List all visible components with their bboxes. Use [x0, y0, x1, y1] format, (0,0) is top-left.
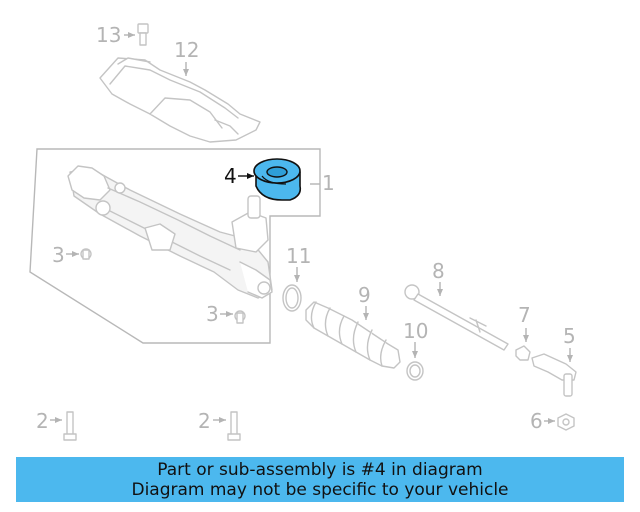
callout-2-left: 2: [36, 409, 49, 433]
part-3-bolt-upper[interactable]: [80, 248, 92, 260]
callout-13: 13: [96, 23, 121, 47]
callout-9: 9: [358, 283, 371, 307]
callout-3-upper: 3: [52, 243, 65, 267]
callout-3-lower: 3: [206, 302, 219, 326]
callout-1: 1: [322, 171, 335, 195]
callout-4: 4: [224, 164, 237, 188]
part-1-steering-gear[interactable]: [67, 165, 273, 299]
part-2-bolt-right[interactable]: [227, 411, 241, 441]
part-10-clamp[interactable]: [406, 361, 424, 381]
info-banner: Part or sub-assembly is #4 in diagram Di…: [16, 457, 624, 502]
part-9-boot[interactable]: [305, 301, 401, 369]
callout-6: 6: [530, 409, 543, 433]
part-12-heat-shield[interactable]: [99, 57, 261, 143]
part-3-bolt-lower[interactable]: [234, 310, 246, 324]
callout-11: 11: [286, 244, 311, 268]
part-5-outer-tie-rod-end[interactable]: [531, 353, 577, 397]
callout-2-right: 2: [198, 409, 211, 433]
part-8-inner-tie-rod[interactable]: [404, 284, 509, 351]
callout-5: 5: [563, 324, 576, 348]
part-11-clamp[interactable]: [282, 284, 302, 312]
callout-8: 8: [432, 259, 445, 283]
part-7-jam-nut[interactable]: [515, 345, 531, 361]
callout-7: 7: [518, 303, 531, 327]
callout-12: 12: [174, 38, 199, 62]
part-6-nut[interactable]: [557, 413, 575, 431]
part-2-bolt-left[interactable]: [63, 411, 77, 441]
part-13-bolt[interactable]: [137, 23, 149, 46]
banner-line-1: Part or sub-assembly is #4 in diagram: [157, 460, 483, 480]
part-4-mount-bushing[interactable]: [253, 158, 302, 201]
banner-line-2: Diagram may not be specific to your vehi…: [131, 480, 509, 500]
parts-diagram: 13 12 1 4 3 3: [29, 23, 577, 441]
callout-10: 10: [403, 319, 428, 343]
